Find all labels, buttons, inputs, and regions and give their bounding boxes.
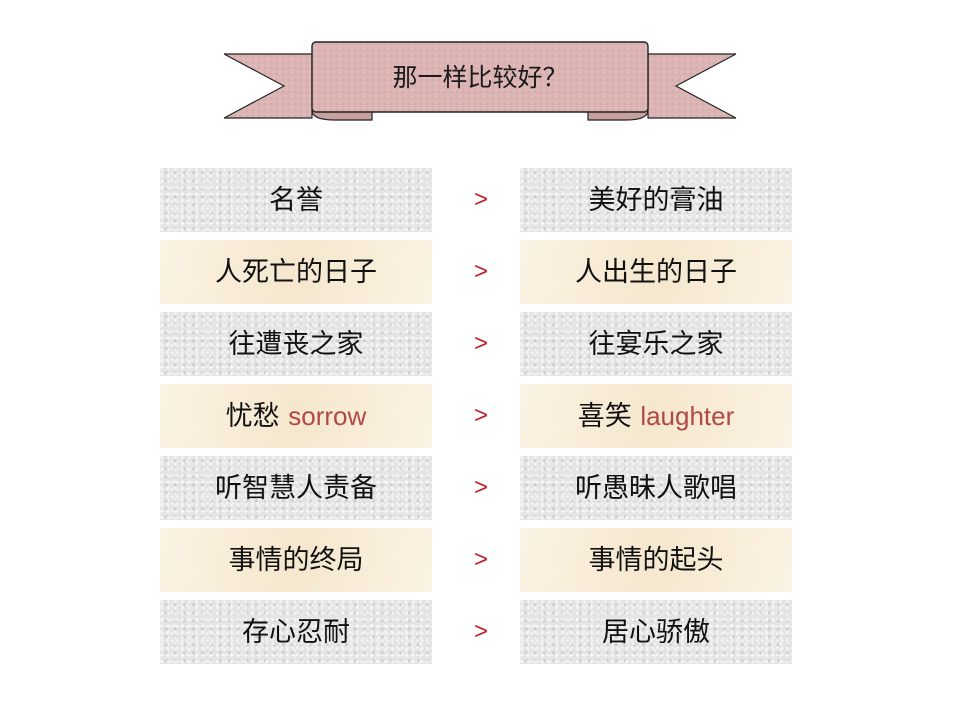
title-banner: 那一样比较好？ [224,40,736,122]
greater-than-icon: > [473,258,488,285]
better-item: 人死亡的日子 [160,240,432,304]
worse-item: 美好的膏油 [520,168,792,232]
worse-item-english: laughter [640,401,735,431]
better-item-text: 往遭丧之家 [228,329,364,360]
comparison-row: 忧愁 sorrow > 喜笑 laughter [160,384,792,448]
comparison-row: 事情的终局 > 事情的起头 [160,528,792,592]
better-item-text: 名誉 [269,185,323,216]
comparison-row: 存心忍耐 > 居心骄傲 [160,600,792,664]
worse-item: 听愚昧人歌唱 [520,456,792,520]
better-item: 事情的终局 [160,528,432,592]
better-item-text: 事情的终局 [228,545,364,576]
worse-item: 往宴乐之家 [520,312,792,376]
worse-item: 事情的起头 [520,528,792,592]
better-item: 名誉 [160,168,432,232]
better-item: 听智慧人责备 [160,456,432,520]
better-item-text: 人死亡的日子 [215,257,377,288]
worse-item-text: 美好的膏油 [588,185,724,216]
comparison-row: 名誉 > 美好的膏油 [160,168,792,232]
greater-than-icon: > [473,186,488,213]
better-item: 忧愁 sorrow [160,384,432,448]
better-item: 往遭丧之家 [160,312,432,376]
worse-item-text: 事情的起头 [588,545,724,576]
greater-than-icon: > [473,618,488,645]
worse-item-text: 居心骄傲 [602,617,710,648]
better-item-english: sorrow [288,401,367,431]
worse-item-text: 往宴乐之家 [588,329,724,360]
comparison-row: 听智慧人责备 > 听愚昧人歌唱 [160,456,792,520]
page-title: 那一样比较好？ [392,63,568,92]
better-item-text: 存心忍耐 [242,617,350,648]
greater-than-icon: > [473,546,488,573]
better-item-text: 听智慧人责备 [215,473,377,504]
comparison-row: 人死亡的日子 > 人出生的日子 [160,240,792,304]
worse-item-text: 人出生的日子 [575,257,737,288]
comparison-row: 往遭丧之家 > 往宴乐之家 [160,312,792,376]
greater-than-icon: > [473,330,488,357]
greater-than-icon: > [473,402,488,429]
ribbon-shape [224,41,736,121]
better-item-text: 忧愁 [225,401,289,432]
greater-than-icon: > [473,474,488,501]
worse-item-text: 喜笑 [577,401,641,432]
better-item: 存心忍耐 [160,600,432,664]
worse-item: 喜笑 laughter [520,384,792,448]
worse-item: 居心骄傲 [520,600,792,664]
worse-item-text: 听愚昧人歌唱 [575,473,737,504]
worse-item: 人出生的日子 [520,240,792,304]
